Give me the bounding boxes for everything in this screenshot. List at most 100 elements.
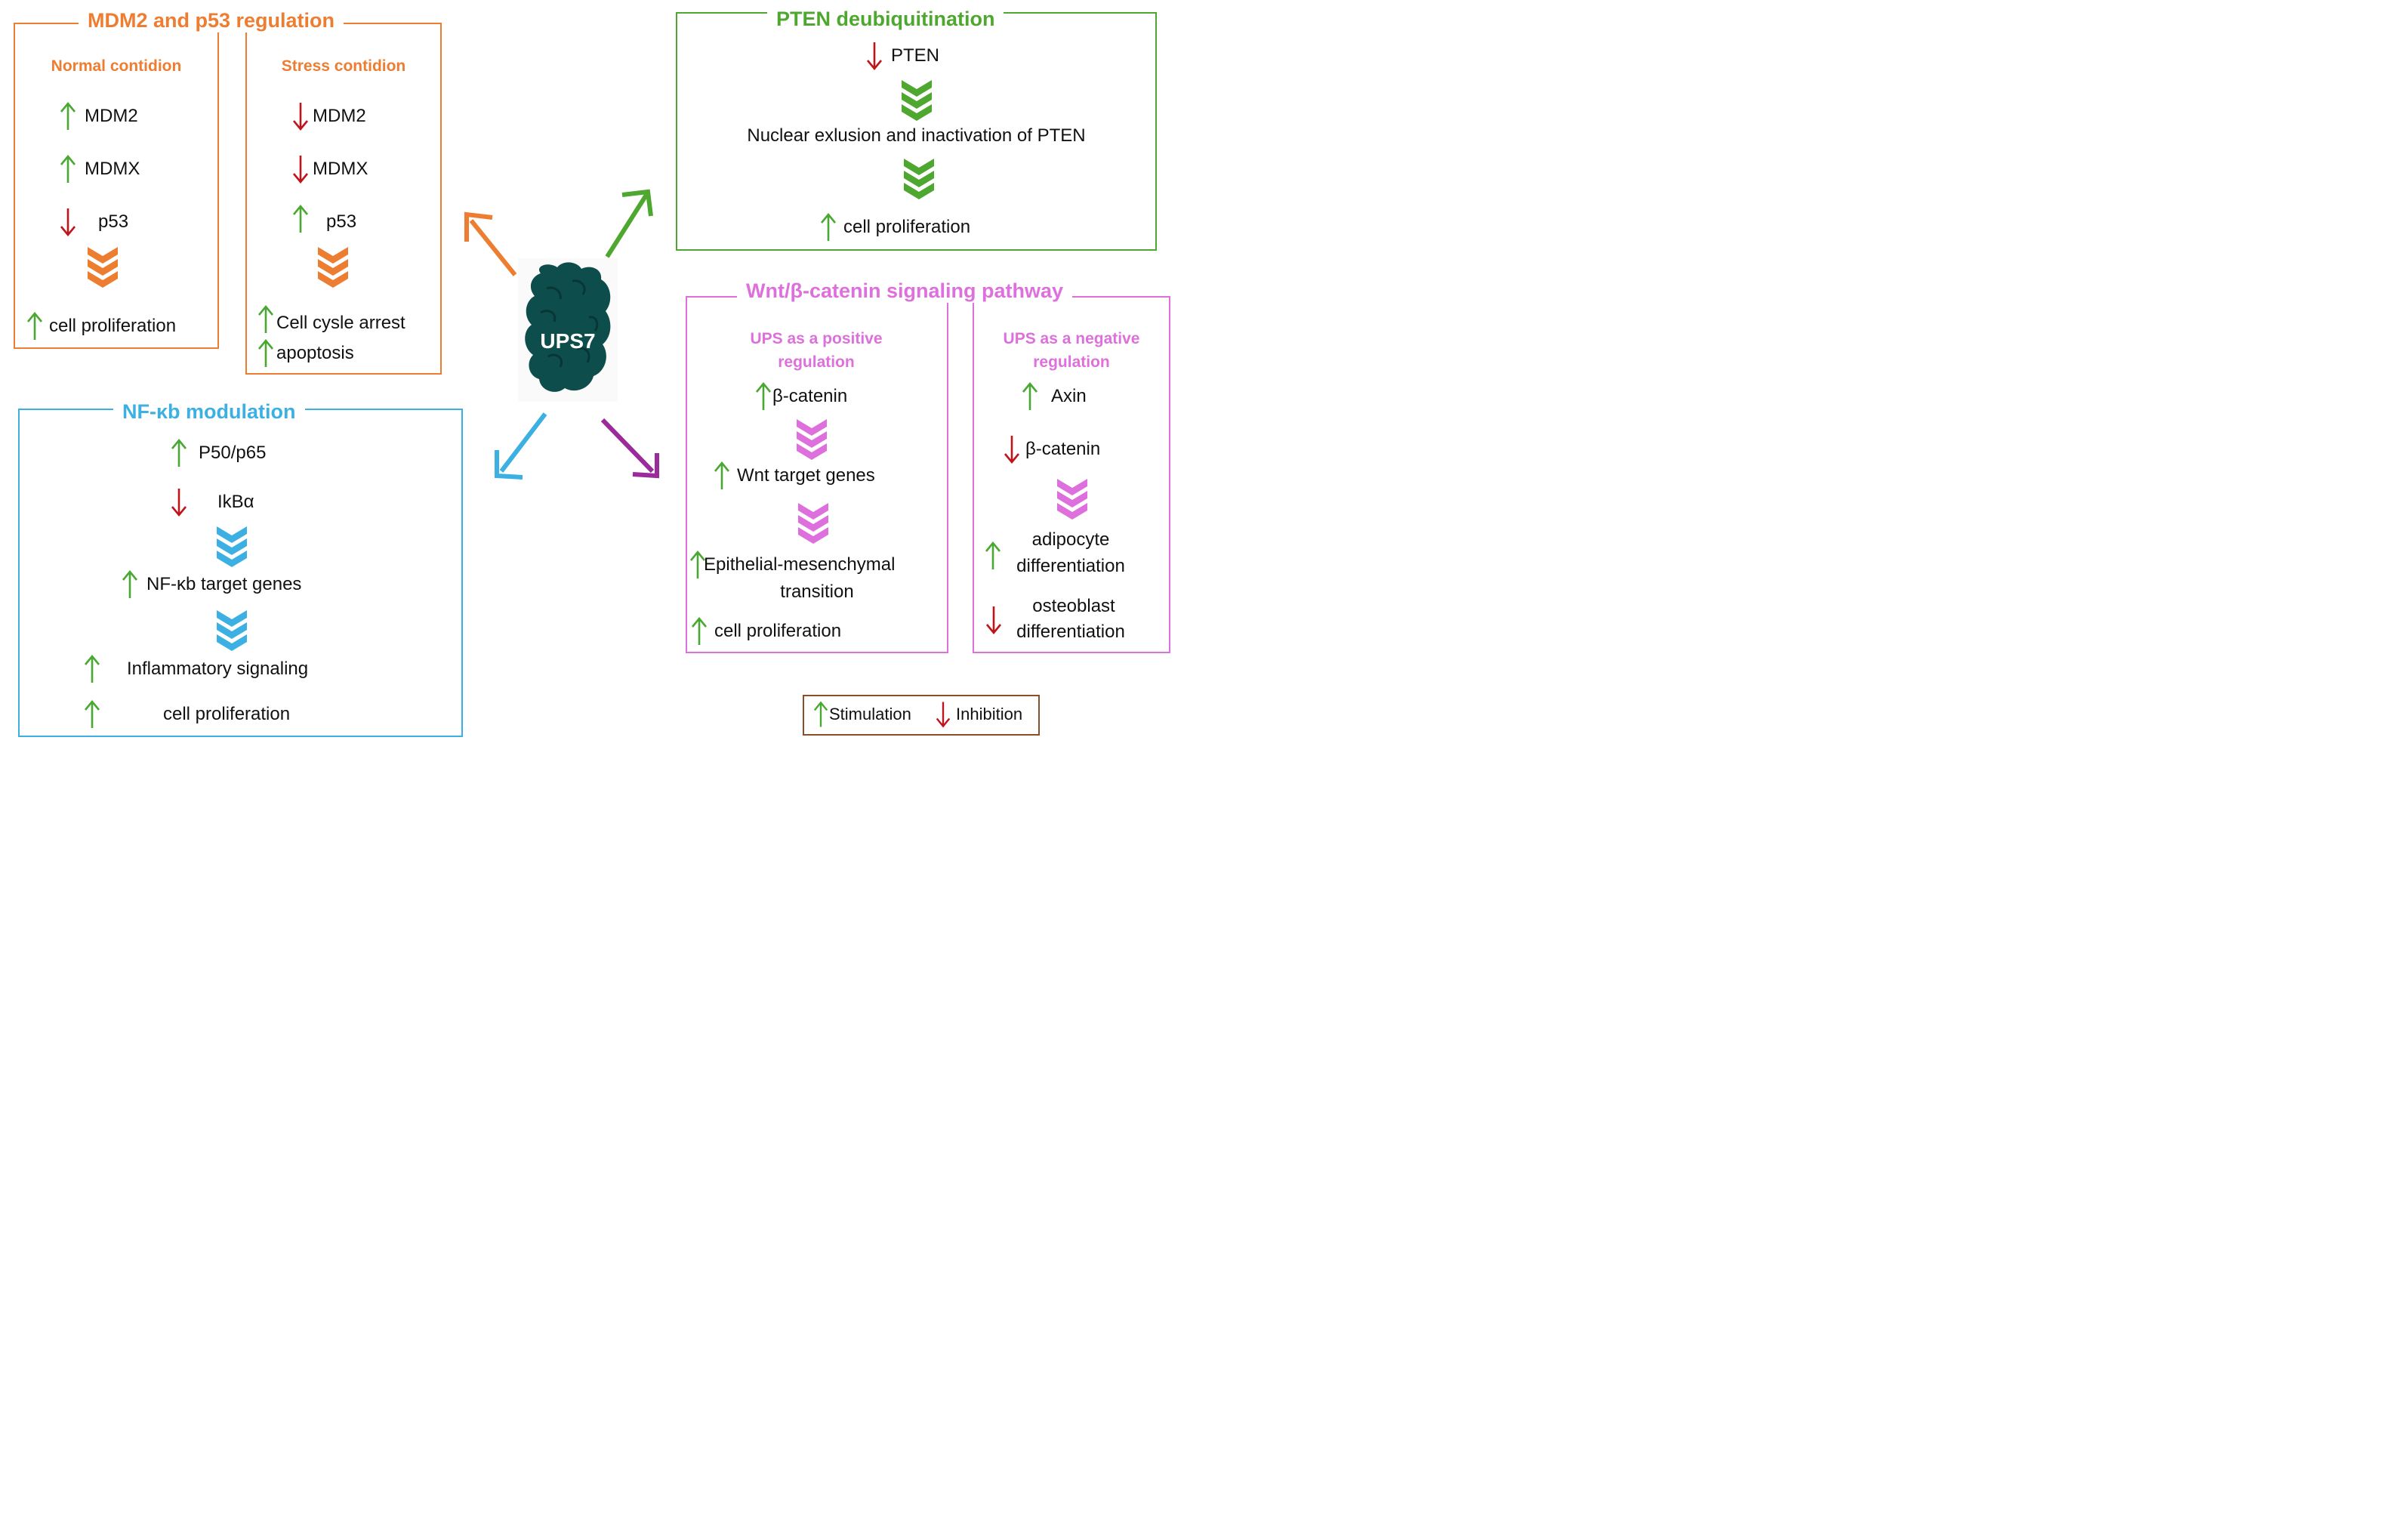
up-arrow-icon bbox=[257, 338, 274, 367]
pten-item-label: PTEN bbox=[891, 45, 940, 66]
down-arrow-icon bbox=[292, 103, 309, 131]
nfkb-target-genes: NF-κb target genes bbox=[121, 569, 301, 600]
up-arrow-icon bbox=[60, 101, 76, 130]
negative-osteoblast: osteoblast bbox=[1032, 596, 1115, 616]
nfkb-inflammatory: Inflammatory signaling bbox=[83, 654, 308, 684]
stress-mdmx: MDMX bbox=[291, 154, 368, 184]
normal-p53: p53 bbox=[59, 207, 128, 237]
legend-box bbox=[803, 695, 1040, 736]
normal-mdmx: MDMX bbox=[59, 154, 140, 184]
negative-axin: Axin bbox=[1021, 381, 1087, 412]
normal-mdm2-label: MDM2 bbox=[85, 106, 138, 126]
legend-inhibition-label: Inhibition bbox=[956, 705, 1023, 723]
legend-inhibition: Inhibition bbox=[935, 699, 1022, 730]
negative-axin-label: Axin bbox=[1051, 386, 1087, 406]
normal-mdmx-label: MDMX bbox=[85, 159, 140, 179]
chevron-down-icon bbox=[798, 503, 828, 544]
ups7-label: UPS7 bbox=[540, 329, 596, 353]
up-arrow-icon bbox=[820, 212, 837, 241]
up-arrow-icon bbox=[257, 304, 274, 333]
normal-p53-label: p53 bbox=[98, 211, 129, 232]
normal-condition-title: Normal contidion bbox=[51, 57, 182, 75]
negative-adipocyte: adipocyte bbox=[1031, 529, 1110, 550]
positive-result-label: cell proliferation bbox=[714, 621, 842, 641]
nfkb-ikba: IkBα bbox=[170, 487, 254, 517]
arrow-to-wnt bbox=[600, 418, 659, 479]
stress-condition-title: Stress contidion bbox=[281, 57, 406, 75]
down-arrow-icon bbox=[292, 156, 309, 184]
positive-result: cell proliferation bbox=[690, 616, 841, 646]
down-arrow-icon bbox=[1004, 436, 1020, 464]
up-arrow-icon bbox=[84, 654, 100, 683]
stress-p53-label: p53 bbox=[326, 211, 357, 232]
arrow-to-nfkb bbox=[495, 412, 547, 480]
chevron-down-icon bbox=[797, 419, 827, 460]
down-arrow-icon bbox=[936, 702, 951, 728]
stress-mdm2-label: MDM2 bbox=[313, 106, 366, 126]
nfkb-p50p65: P50/p65 bbox=[170, 438, 266, 468]
nfkb-target-genes-label: NF-κb target genes bbox=[146, 574, 302, 594]
wnt-section-title: Wnt/β-catenin signaling pathway bbox=[737, 279, 1073, 303]
ups7-protein-icon bbox=[518, 258, 618, 402]
positive-beta-catenin: β-catenin bbox=[754, 381, 847, 412]
negative-beta-catenin: β-catenin bbox=[1003, 434, 1100, 464]
down-arrow-icon bbox=[171, 489, 187, 517]
up-arrow-icon bbox=[26, 311, 43, 340]
down-arrow-icon bbox=[985, 606, 1002, 635]
up-arrow-icon bbox=[755, 381, 772, 410]
negative-beta-catenin-label: β-catenin bbox=[1025, 439, 1101, 459]
positive-wnt-target: Wnt target genes bbox=[713, 461, 875, 491]
stress-result-arrest: Cell cysle arrest bbox=[257, 304, 405, 335]
stress-result-apoptosis-label: apoptosis bbox=[276, 343, 354, 363]
up-arrow-icon bbox=[714, 461, 730, 489]
chevron-down-icon bbox=[217, 610, 247, 651]
up-arrow-icon bbox=[84, 699, 100, 728]
positive-emt: Epithelial-mesenchymal bbox=[689, 550, 895, 580]
legend-stimulation: Stimulation bbox=[812, 699, 911, 730]
negative-regulation-title: UPS as a negative regulation bbox=[1003, 330, 1140, 371]
positive-regulation-title: UPS as a positive regulation bbox=[750, 330, 883, 371]
chevron-down-icon bbox=[217, 526, 247, 567]
normal-mdm2: MDM2 bbox=[59, 101, 138, 131]
up-arrow-icon bbox=[122, 569, 138, 598]
nfkb-proliferation-label: cell proliferation bbox=[163, 704, 291, 724]
up-arrow-icon bbox=[171, 438, 187, 467]
positive-emt-line2: transition bbox=[780, 581, 854, 602]
nfkb-ikba-label: IkBα bbox=[217, 492, 254, 512]
pten-inactivation: Nuclear exlusion and inactivation of PTE… bbox=[747, 125, 1086, 146]
down-arrow-icon bbox=[60, 208, 76, 237]
mdm2-section-title: MDM2 and p53 regulation bbox=[79, 9, 344, 32]
pten-section-title: PTEN deubiquitination bbox=[767, 8, 1004, 31]
stress-p53: p53 bbox=[291, 204, 356, 234]
chevron-down-icon bbox=[902, 80, 932, 121]
down-arrow-icon bbox=[866, 42, 883, 71]
negative-adipocyte-line2: differentiation bbox=[1016, 556, 1125, 576]
arrow-to-pten bbox=[605, 189, 653, 258]
negative-osteoblast-line2: differentiation bbox=[1016, 622, 1125, 642]
arrow-to-mdm2 bbox=[464, 211, 517, 276]
up-arrow-icon bbox=[813, 701, 828, 727]
nfkb-inflammatory-label: Inflammatory signaling bbox=[127, 659, 309, 679]
normal-result-label: cell proliferation bbox=[49, 316, 177, 336]
up-arrow-icon bbox=[689, 550, 706, 578]
up-arrow-icon bbox=[60, 154, 76, 183]
nfkb-section-title: NF-κb modulation bbox=[113, 400, 305, 424]
up-arrow-icon bbox=[691, 616, 708, 645]
chevron-down-icon bbox=[88, 247, 118, 288]
chevron-down-icon bbox=[318, 247, 348, 288]
stress-result-arrest-label: Cell cysle arrest bbox=[276, 313, 405, 333]
pten-item: PTEN bbox=[865, 41, 939, 71]
stress-mdm2: MDM2 bbox=[291, 101, 366, 131]
stress-result-apoptosis: apoptosis bbox=[257, 338, 354, 369]
positive-wnt-target-label: Wnt target genes bbox=[737, 465, 875, 486]
up-arrow-icon bbox=[985, 541, 1001, 569]
chevron-down-icon bbox=[904, 159, 934, 199]
positive-emt-label: Epithelial-mesenchymal bbox=[704, 554, 896, 575]
normal-result: cell proliferation bbox=[26, 311, 176, 341]
stress-mdmx-label: MDMX bbox=[313, 159, 368, 179]
positive-beta-catenin-label: β-catenin bbox=[772, 386, 848, 406]
up-arrow-icon bbox=[1022, 381, 1038, 410]
chevron-down-icon bbox=[1057, 479, 1087, 520]
pten-result: cell proliferation bbox=[819, 212, 970, 242]
pten-result-label: cell proliferation bbox=[843, 217, 971, 237]
